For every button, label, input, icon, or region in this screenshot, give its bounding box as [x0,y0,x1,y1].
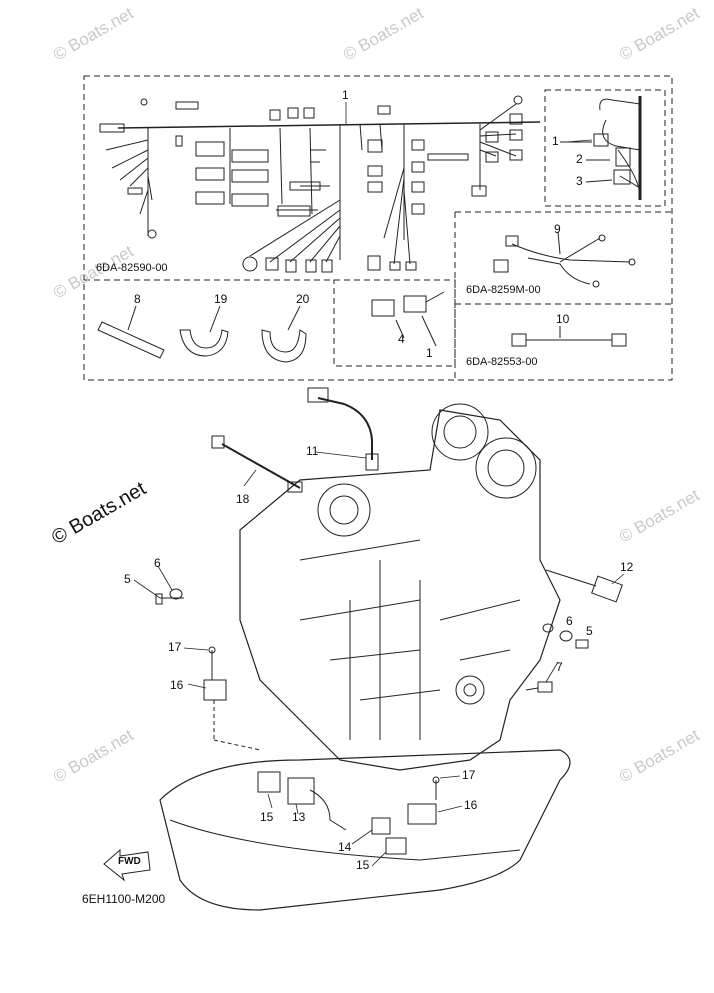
box-code-sub-harness-9: 6DA-8259M-00 [466,284,541,296]
box-code-main-harness: 6DA-82590-00 [96,262,168,274]
callout-6: 6 [154,556,161,570]
fwd-arrow [103,848,151,882]
callout-18: 18 [236,492,250,506]
inset-box-1-2-3 [544,89,666,207]
callout-1: 1 [426,346,433,360]
callout-11: 11 [306,444,319,458]
callout-12: 12 [620,560,634,574]
sub-box-4 [333,279,456,367]
callout-13: 13 [292,810,306,824]
callout-16: 16 [170,678,184,692]
fwd-label: FWD [118,856,141,867]
callout-2: 2 [576,152,583,166]
callout-5: 5 [586,624,593,638]
box-code-sub-harness-10: 6DA-82553-00 [466,356,538,368]
callout-14: 14 [338,840,352,854]
bottom-cowling [159,749,571,911]
callout-17: 17 [462,768,476,782]
callout-5: 5 [124,572,131,586]
engine-block [239,409,561,771]
callout-10: 10 [556,312,570,326]
callout-16: 16 [464,798,478,812]
callout-7: 7 [556,660,563,674]
callout-20: 20 [296,292,310,306]
callout-17: 17 [168,640,182,654]
callout-15: 15 [356,858,370,872]
harness-box-outline [83,75,673,381]
callout-4: 4 [398,332,405,346]
callout-9: 9 [554,222,561,236]
callout-15: 15 [260,810,274,824]
callout-6: 6 [566,614,573,628]
callout-8: 8 [134,292,141,306]
callout-1: 1 [552,134,559,148]
diagram-code: 6EH1100-M200 [82,892,166,906]
callout-19: 19 [214,292,228,306]
callout-1: 1 [342,88,349,102]
callout-3: 3 [576,174,583,188]
